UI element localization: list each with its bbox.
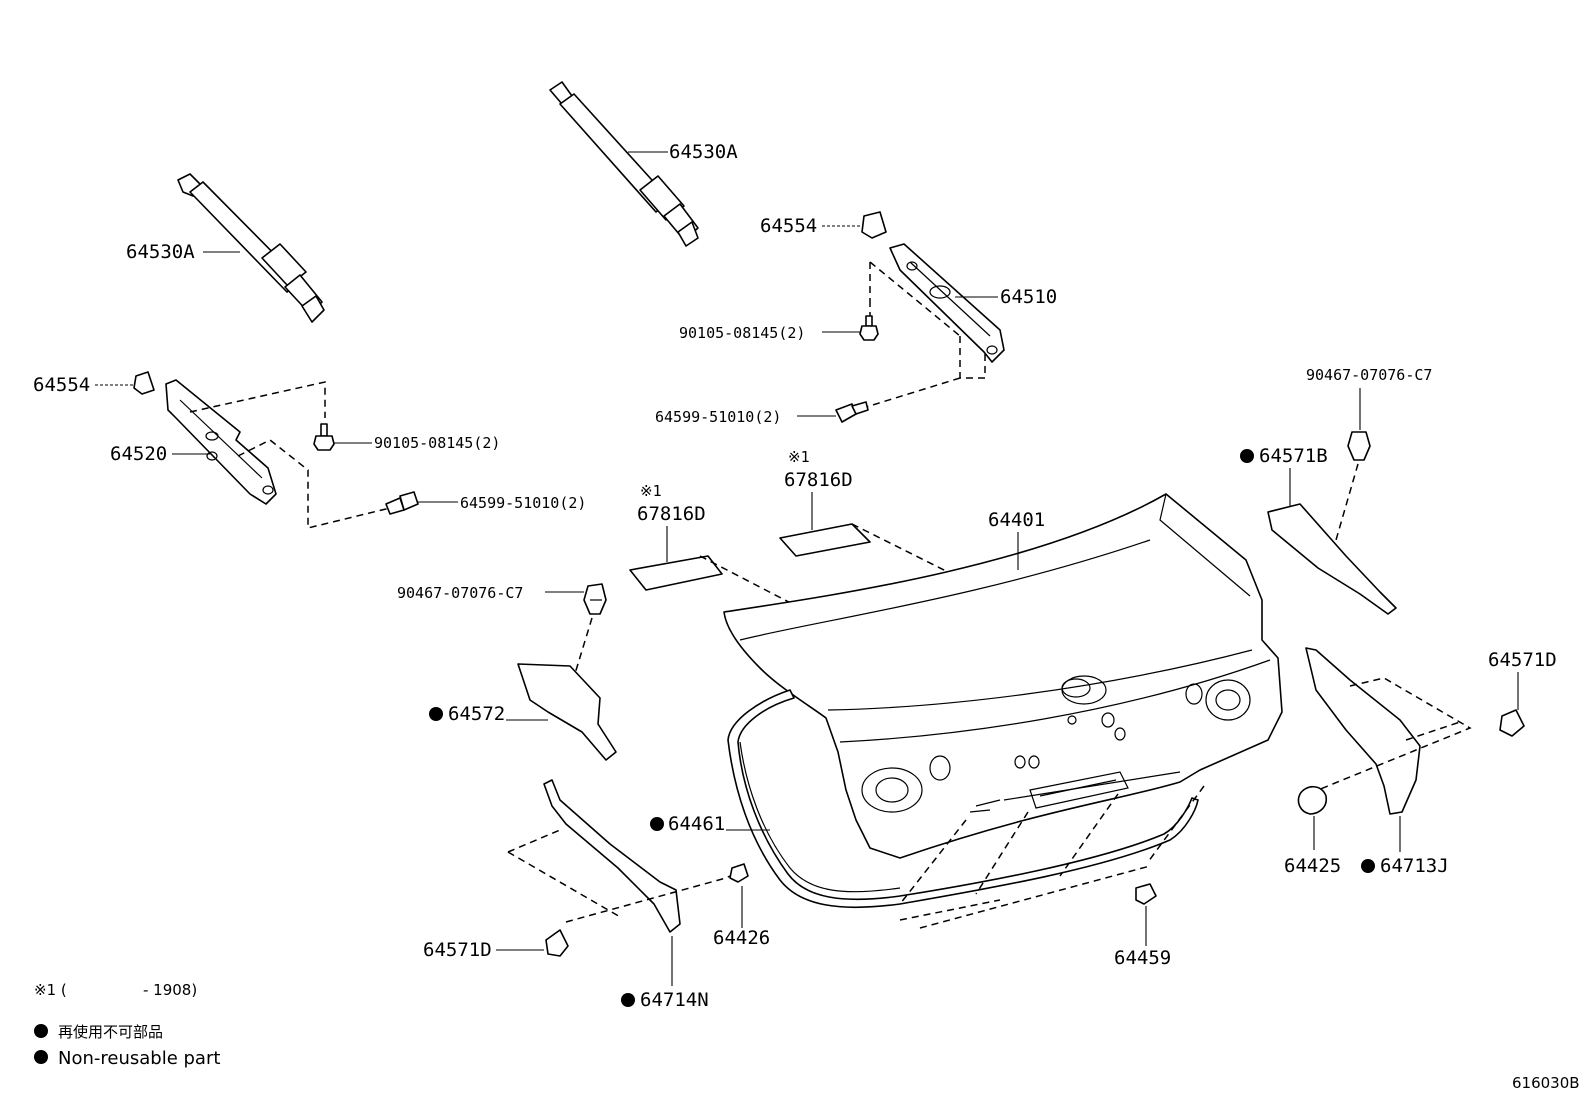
label-clip-right: 90467-07076-C7 (1306, 366, 1432, 384)
label-bolt-right: 90105-08145(2) (679, 324, 805, 342)
hinge-left[interactable] (165, 379, 277, 505)
trim-right-lower[interactable] (1305, 647, 1421, 815)
screw-left[interactable] (385, 491, 419, 515)
note-mark-plate-left: ※1 (640, 482, 662, 500)
legend-dot-en (34, 1050, 48, 1064)
label-weatherstrip: 64461 (668, 813, 725, 835)
legend-note1-range: - 1908) (143, 981, 197, 999)
clip-right[interactable] (1347, 431, 1371, 461)
cushion-right[interactable] (1297, 785, 1328, 815)
label-hinge-left: 64520 (110, 443, 167, 465)
dashed-trim-right-lower (1317, 677, 1472, 791)
label-screw-left: 64599-51010(2) (460, 494, 586, 512)
trim-left-upper[interactable] (517, 663, 617, 761)
label-trim-left-upper: 64572 (448, 703, 505, 725)
plate-left[interactable] (629, 555, 723, 591)
figure-id: 616030B (1512, 1074, 1580, 1092)
legend-note1-mark: ※1 ( (34, 981, 67, 999)
non-reusable-dot-weatherstrip (650, 817, 664, 831)
dashed-trim-left-lower (507, 829, 731, 923)
hinge-right[interactable] (889, 243, 1005, 363)
label-trim-right-lower: 64713J (1380, 855, 1449, 877)
label-trunk-lid: 64401 (988, 509, 1045, 531)
label-clip-d-right: 64571D (1488, 649, 1557, 671)
trim-left-lower[interactable] (543, 779, 681, 933)
label-trim-left-lower: 64714N (640, 989, 709, 1011)
screw-right[interactable] (835, 401, 869, 423)
bolt-right[interactable] (859, 315, 879, 341)
bolt-left[interactable] (313, 423, 335, 451)
gas-strut-right[interactable] (549, 81, 699, 247)
dashed-clip-right (1335, 463, 1359, 541)
label-cushion-right: 64425 (1284, 855, 1341, 877)
non-reusable-dot-trim-right-upper (1240, 449, 1254, 463)
legend-non-reusable-en: Non-reusable part (58, 1048, 220, 1069)
clip-left[interactable] (583, 583, 607, 615)
label-bolt-left: 90105-08145(2) (374, 434, 500, 452)
label-cushion-left: 64426 (713, 927, 770, 949)
bumper[interactable] (1135, 883, 1157, 905)
legend-dot-jp (34, 1024, 48, 1038)
note-mark-plate-right: ※1 (788, 448, 810, 466)
gas-strut-left[interactable] (177, 173, 325, 323)
legend-non-reusable-jp: 再使用不可部品 (58, 1023, 163, 1041)
label-clip-left: 90467-07076-C7 (397, 584, 523, 602)
plate-right[interactable] (779, 523, 871, 557)
clip-d-left[interactable] (545, 929, 569, 957)
cushion-left[interactable] (729, 863, 749, 883)
label-trim-right-upper: 64571B (1259, 445, 1328, 467)
label-strut-left: 64530A (126, 241, 195, 263)
label-strut-right: 64530A (669, 141, 738, 163)
label-hinge-right: 64510 (1000, 286, 1057, 308)
non-reusable-dot-trim-left-upper (429, 707, 443, 721)
trunk-lid[interactable] (723, 493, 1283, 859)
dashed-hinge-right (849, 261, 986, 413)
label-stopper-right: 64554 (760, 215, 817, 237)
non-reusable-dot-trim-left-lower (621, 993, 635, 1007)
stopper-left[interactable] (133, 371, 155, 395)
dashed-hinge-left (189, 381, 391, 529)
label-clip-d-left: 64571D (423, 939, 492, 961)
label-plate-right: 67816D (784, 469, 853, 491)
label-stopper-left: 64554 (33, 374, 90, 396)
stopper-right[interactable] (861, 211, 887, 239)
label-plate-left: 67816D (637, 503, 706, 525)
dashed-weatherstrip (899, 785, 1205, 929)
non-reusable-dot-trim-right-lower (1361, 859, 1375, 873)
trim-right-upper[interactable] (1267, 503, 1397, 615)
label-bumper: 64459 (1114, 947, 1171, 969)
label-screw-right: 64599-51010(2) (655, 408, 781, 426)
clip-d-right[interactable] (1499, 709, 1525, 737)
